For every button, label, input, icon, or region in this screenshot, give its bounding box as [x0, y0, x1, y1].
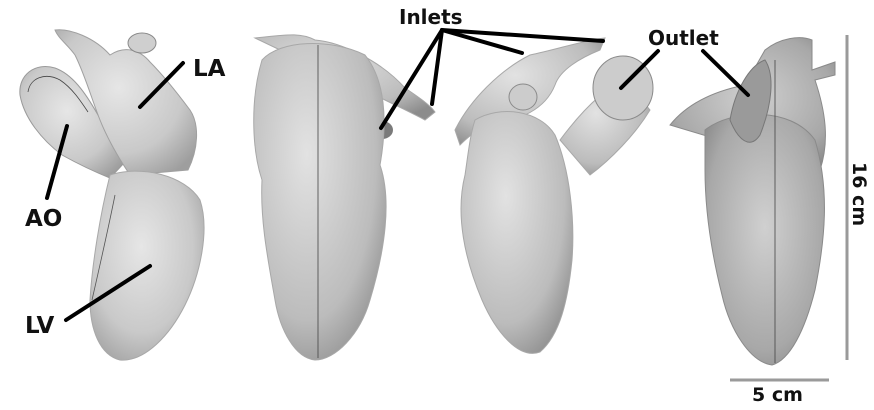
view3-body [461, 112, 573, 354]
label-la: LA [193, 56, 226, 82]
label-ao: AO [25, 206, 62, 232]
label-lv: LV [25, 313, 54, 339]
scale-label-horizontal: 5 cm [752, 384, 803, 406]
view3-inlet-cap [509, 84, 537, 110]
label-inlets: Inlets [399, 5, 463, 29]
view2-body [254, 44, 386, 360]
label-outlet: Outlet [648, 26, 719, 50]
scale-label-vertical: 16 cm [848, 162, 870, 226]
view4-body [705, 114, 824, 365]
la-inlet-cap [128, 33, 156, 53]
leader-outlet-2 [703, 51, 748, 95]
heart-view-4 [670, 38, 835, 365]
